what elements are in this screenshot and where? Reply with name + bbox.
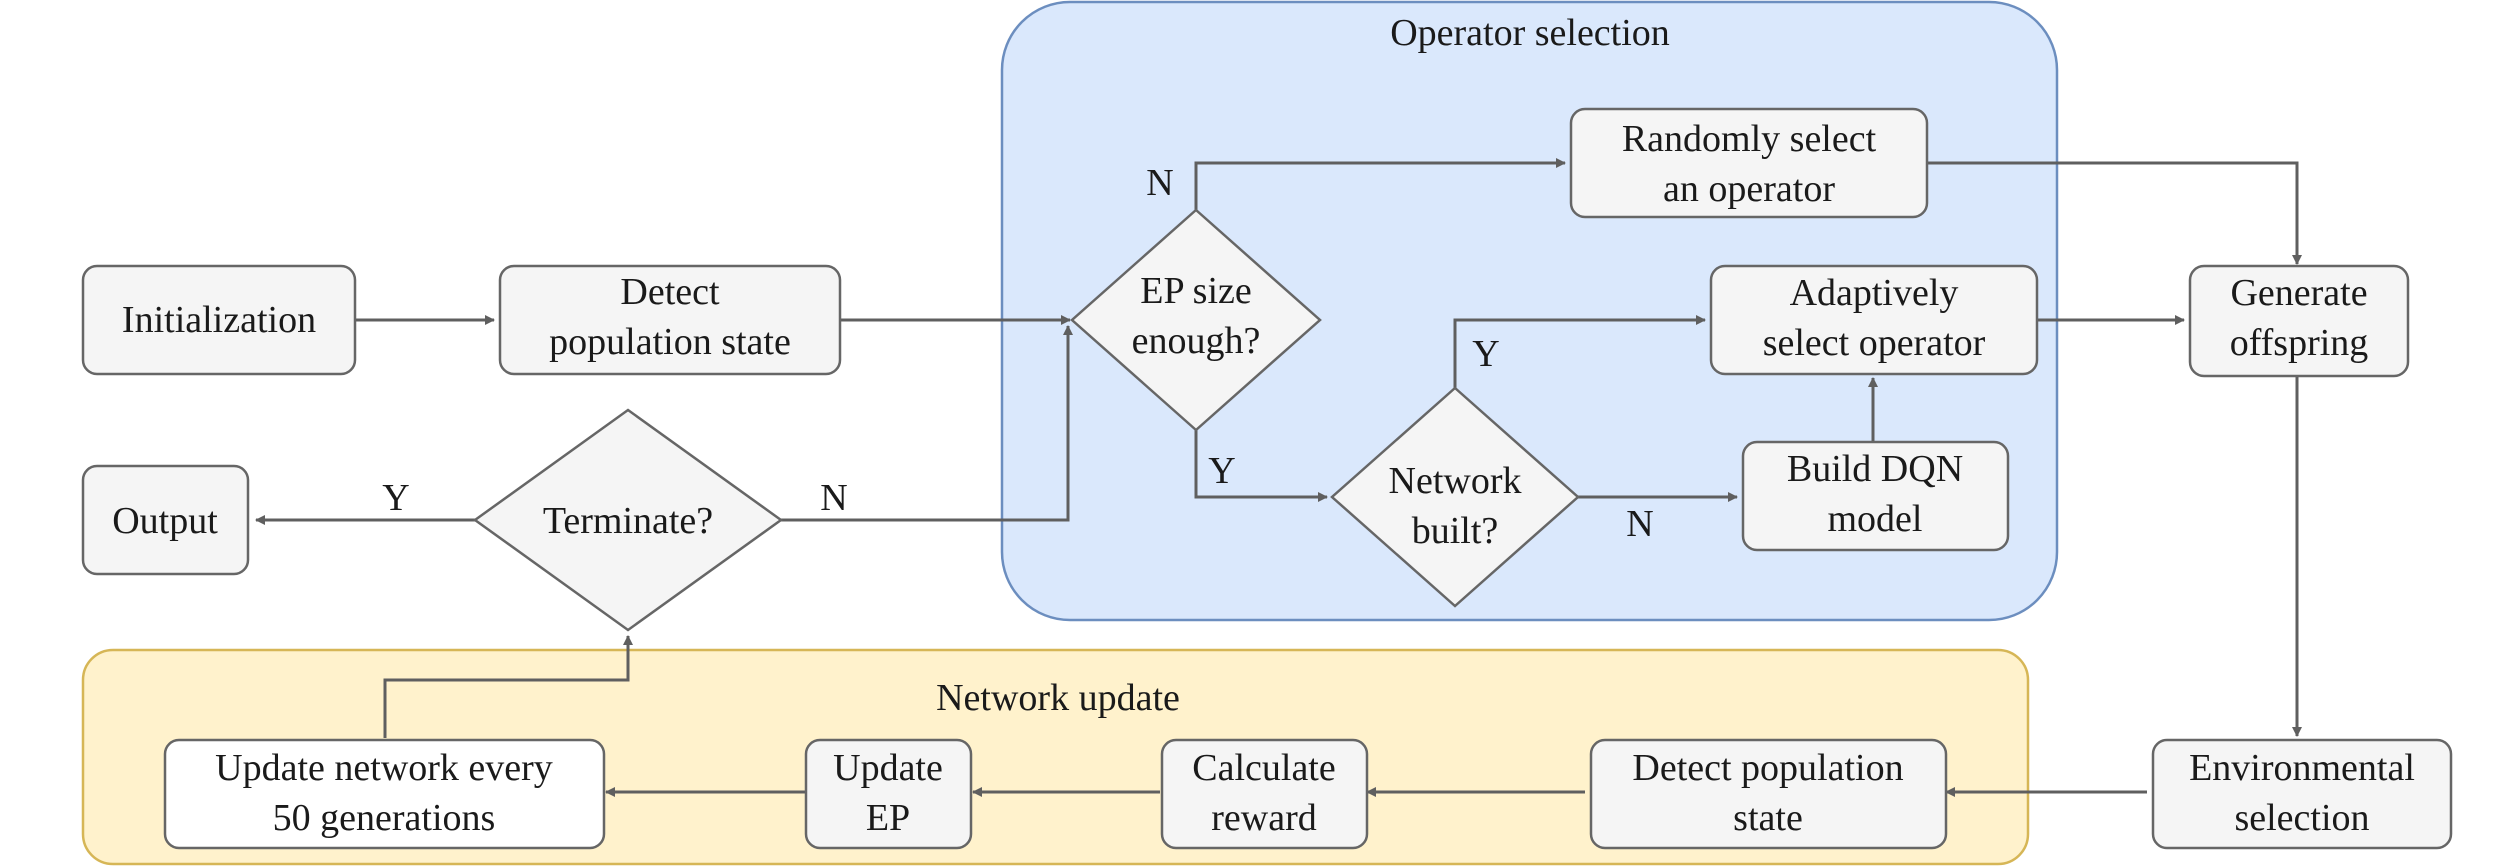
- detect-population-state-node: [498, 264, 842, 376]
- build-dqn-label-1: Build DQN: [1787, 448, 1963, 490]
- edge-terminate-no-to-ep: [781, 325, 1073, 522]
- update-ep-label-2: EP: [866, 797, 910, 839]
- terminate-yes-label: Y: [382, 477, 409, 519]
- network-yes-label: Y: [1472, 333, 1499, 375]
- detect-population-state-2-label-1: Detect population: [1632, 747, 1903, 789]
- update-network-label-1: Update network every: [215, 747, 553, 789]
- ep-size-decision: [1070, 208, 1322, 432]
- edge-network-yes-to-adaptive: [1453, 315, 1706, 388]
- edge-ep-yes-to-network: [1194, 430, 1328, 502]
- initialization-node: [81, 264, 357, 376]
- network-built-decision: [1330, 386, 1580, 608]
- build-dqn-label-2: model: [1828, 498, 1923, 540]
- randomly-select-label-2: an operator: [1663, 168, 1835, 210]
- initialization-label: Initialization: [122, 299, 316, 341]
- randomly-select-label-1: Randomly select: [1622, 118, 1877, 160]
- generate-offspring-label-2: offspring: [2230, 322, 2369, 364]
- detect-population-state-2-label-2: state: [1733, 797, 1803, 839]
- terminate-decision: [472, 408, 784, 632]
- detect-population-state-label-2: population state: [549, 321, 791, 363]
- environmental-selection-label-2: selection: [2234, 797, 2369, 839]
- environmental-selection-label-1: Environmental: [2189, 747, 2415, 789]
- detect-population-state-label-1: Detect: [620, 271, 720, 313]
- adaptively-select-label-2: select operator: [1763, 322, 1986, 364]
- ep-size-label-1: EP size: [1140, 270, 1252, 312]
- randomly-select-node: [1569, 107, 1929, 219]
- calculate-reward-node: [1160, 738, 1369, 850]
- build-dqn-node: [1741, 440, 2010, 552]
- ep-size-label-2: enough?: [1132, 320, 1261, 362]
- output-label: Output: [112, 500, 218, 542]
- edge-update-network-to-terminate: [383, 635, 633, 738]
- network-built-label-2: built?: [1412, 510, 1499, 552]
- network-no-label: N: [1626, 503, 1653, 545]
- adaptively-select-label-1: Adaptively: [1790, 272, 1959, 314]
- network-update-title: Network update: [936, 677, 1180, 719]
- detect-population-state-2-node: [1589, 738, 1948, 850]
- update-ep-label-1: Update: [833, 747, 943, 789]
- environmental-selection-node: [2151, 738, 2453, 850]
- network-built-label-1: Network: [1389, 460, 1522, 502]
- update-network-label-2: 50 generations: [273, 797, 496, 839]
- edge-ep-no-to-random: [1194, 158, 1566, 210]
- calculate-reward-label-1: Calculate: [1192, 747, 1335, 789]
- adaptively-select-node: [1709, 264, 2039, 376]
- update-ep-node: [804, 738, 973, 850]
- terminate-no-label: N: [820, 477, 847, 519]
- edge-random-to-generate: [1927, 161, 2302, 265]
- output-node: [81, 464, 250, 576]
- update-network-node: [163, 738, 606, 850]
- operator-selection-title: Operator selection: [1390, 12, 1670, 54]
- calculate-reward-label-2: reward: [1211, 797, 1316, 839]
- generate-offspring-label-1: Generate: [2230, 272, 2367, 314]
- ep-no-label: N: [1146, 162, 1173, 204]
- terminate-label: Terminate?: [543, 500, 713, 542]
- ep-yes-label: Y: [1208, 450, 1235, 492]
- generate-offspring-node: [2188, 264, 2410, 378]
